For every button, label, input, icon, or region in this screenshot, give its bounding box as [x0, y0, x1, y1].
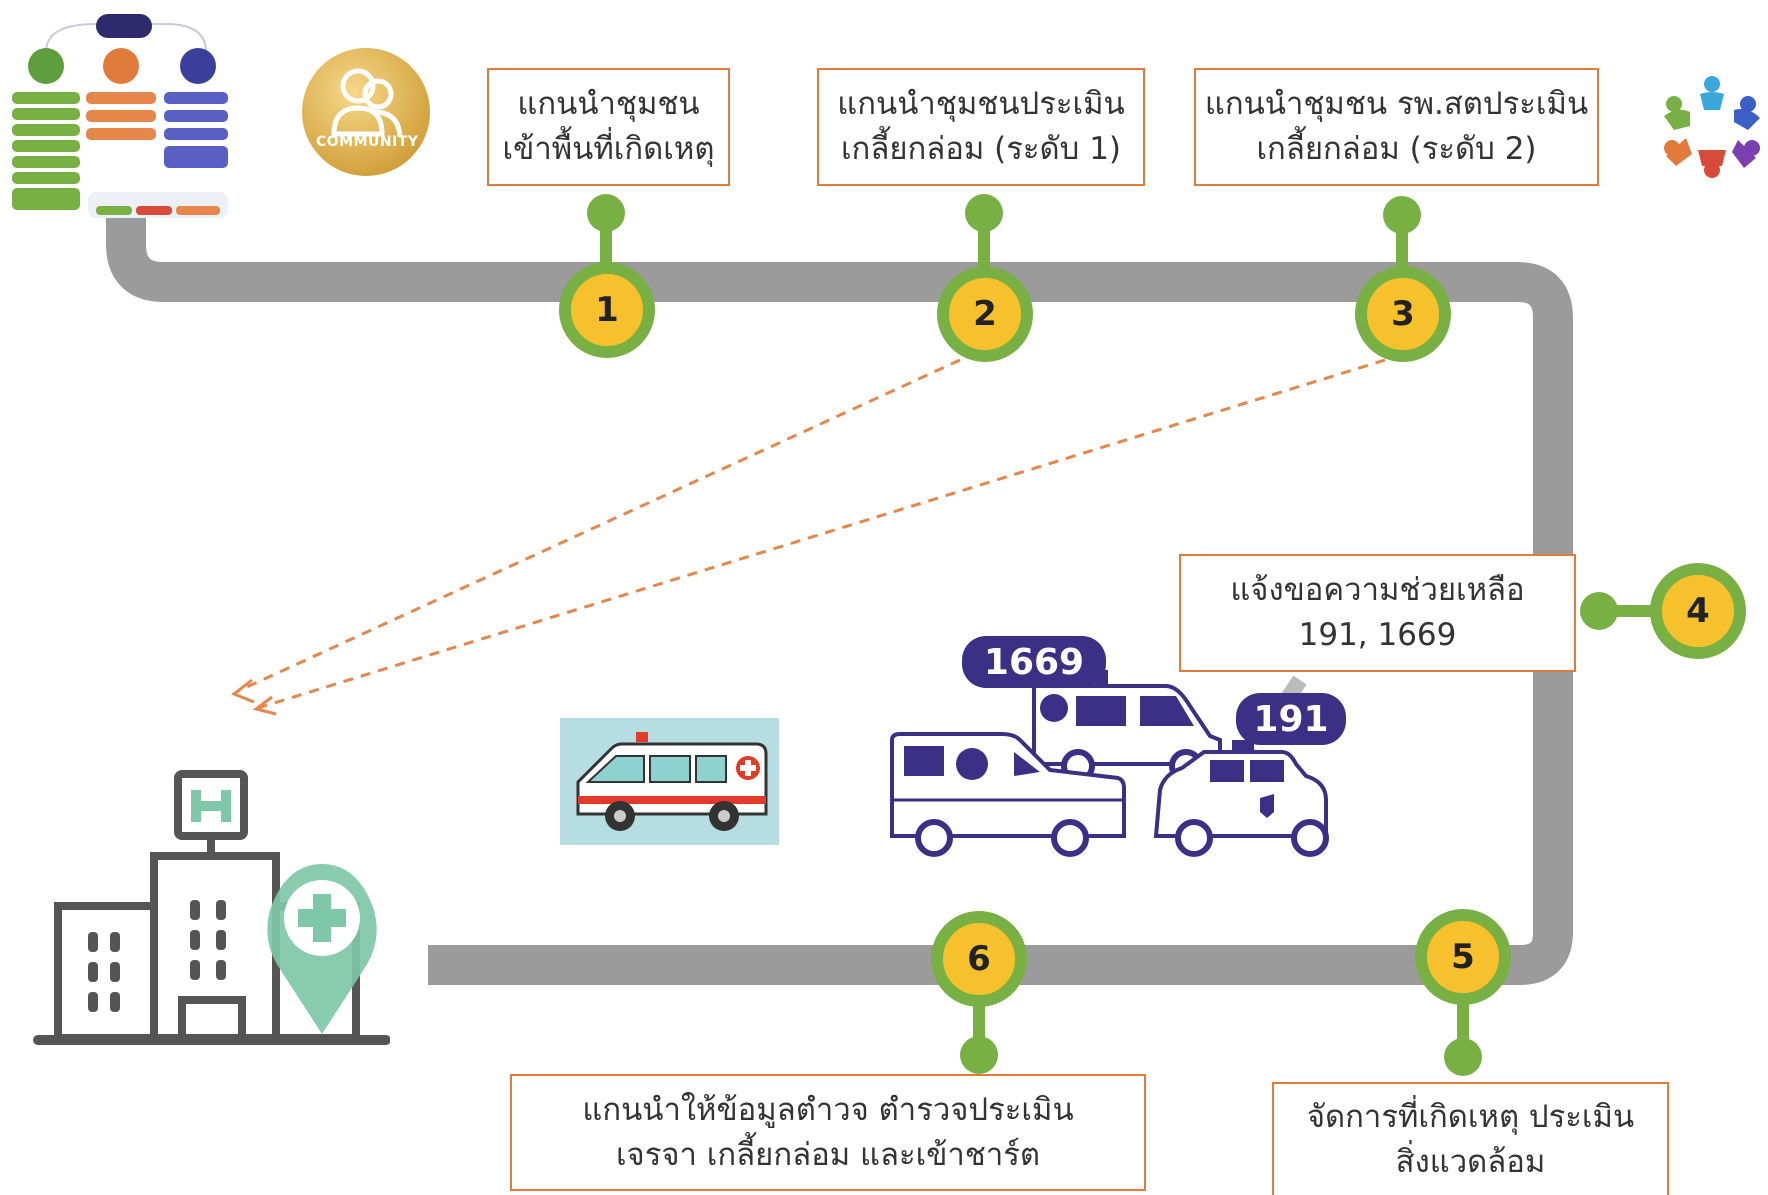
- step-4-node: 4: [1650, 563, 1746, 659]
- step-4-line-1: แจ้งขอความช่วยเหลือ: [1230, 572, 1525, 609]
- step-2-line-1: แกนนำชุมชนประเมิน: [837, 86, 1125, 123]
- step-1-line-1: แกนนำชุมชน: [517, 86, 700, 123]
- step-1-number: 1: [595, 290, 619, 330]
- step-2-box: แกนนำชุมชนประเมิน เกลี้ยกล่อม (ระดับ 1): [817, 68, 1145, 186]
- step-5-box: จัดการที่เกิดเหตุ ประเมิน สิ่งแวดล้อม: [1272, 1082, 1669, 1195]
- step-4-line-2: 191, 1669: [1298, 617, 1457, 653]
- step-6-line-1: แกนนำให้ข้อมูลตำวจ ตำรวจประเมิน: [582, 1091, 1074, 1128]
- step-2-connector-stem: [978, 212, 990, 272]
- org-chart-icon: [12, 14, 228, 218]
- step-5-number: 5: [1451, 937, 1475, 977]
- step-3-line-1: แกนนำชุมชน รพ.สตประเมิน: [1204, 86, 1589, 123]
- step-1-node: 1: [559, 262, 655, 358]
- step-3-node: 3: [1355, 266, 1451, 362]
- step-5-line-1: จัดการที่เกิดเหตุ ประเมิน: [1306, 1098, 1635, 1135]
- police-number: 191: [1253, 698, 1329, 740]
- step-4-box: แจ้งขอความช่วยเหลือ 191, 1669: [1179, 554, 1576, 672]
- step-6-connector-dot: [960, 1036, 998, 1074]
- step-6-node: 6: [931, 911, 1027, 1007]
- step-3-box: แกนนำชุมชน รพ.สตประเมิน เกลี้ยกล่อม (ระด…: [1194, 68, 1599, 186]
- emergency-vehicles-icon: [890, 670, 1329, 857]
- step-5-node: 5: [1415, 909, 1511, 1005]
- step-1-line-2: เข้าพื้นที่เกิดเหตุ: [502, 131, 715, 167]
- ambulance-card: [560, 718, 779, 845]
- ambulance-icon: [576, 732, 768, 831]
- people-circle-icon: [1664, 76, 1760, 178]
- step-3-number: 3: [1391, 294, 1415, 334]
- step-1-connector-stem: [600, 212, 612, 268]
- step-5-connector-dot: [1444, 1038, 1482, 1076]
- step-2-number: 2: [973, 294, 997, 334]
- step-2-line-2: เกลี้ยกล่อม (ระดับ 1): [840, 131, 1122, 167]
- hospital-icon: [30, 770, 391, 1070]
- step-2-node: 2: [937, 266, 1033, 362]
- step-3-line-2: เกลี้ยกล่อม (ระดับ 2): [1256, 131, 1537, 167]
- community-logo-text: COMMUNITY: [316, 134, 419, 150]
- ems-number: 1669: [983, 641, 1085, 683]
- step-5-line-2: สิ่งแวดล้อม: [1395, 1143, 1546, 1180]
- emergency-vehicles: [880, 660, 1370, 860]
- step-6-line-2: เจรจา เกลี้ยกล่อม และเข้าชาร์ต: [615, 1136, 1041, 1173]
- hospital-building-icon: [33, 770, 391, 1045]
- step-1-box: แกนนำชุมชน เข้าพื้นที่เกิดเหตุ: [487, 68, 730, 186]
- police-number-bubble: 191: [1236, 693, 1346, 745]
- step-4-connector-stem: [1600, 605, 1660, 617]
- ems-number-bubble: 1669: [962, 636, 1106, 688]
- step-6-number: 6: [967, 939, 991, 979]
- step-3-connector-stem: [1396, 214, 1408, 272]
- step-5-connector-stem: [1457, 1000, 1469, 1046]
- step-6-connector-stem: [973, 1002, 985, 1042]
- people-circle-logo: [1656, 70, 1768, 182]
- step-4-number: 4: [1686, 591, 1710, 631]
- community-logo: COMMUNITY: [300, 46, 432, 178]
- community-people-icon: [302, 48, 430, 176]
- org-chart-thumbnail: [6, 6, 232, 220]
- step-6-box: แกนนำให้ข้อมูลตำวจ ตำรวจประเมิน เจรจา เก…: [510, 1074, 1146, 1191]
